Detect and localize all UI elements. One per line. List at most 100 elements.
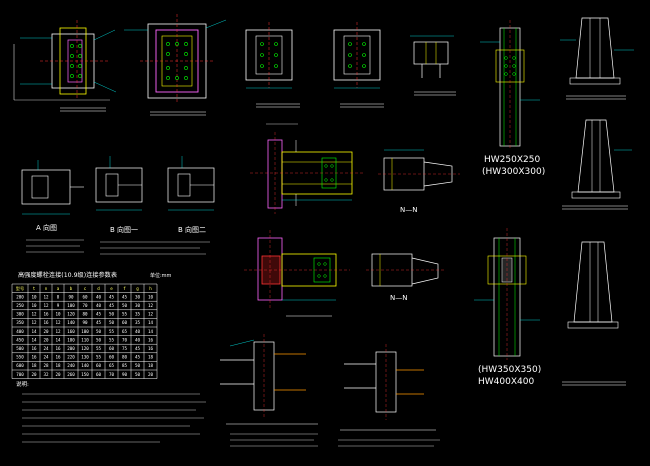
table-cell: 500 xyxy=(16,346,24,351)
detail-column-base-1 xyxy=(560,17,634,100)
table-cell: 60 xyxy=(82,294,88,299)
table-cell: 30 xyxy=(135,294,141,299)
table-cell: 40 xyxy=(96,294,102,299)
table-cell: 60 xyxy=(122,320,128,325)
detail-b-view-1 xyxy=(95,156,143,211)
label-hw400: HW400X400 xyxy=(478,377,534,387)
table-cell: 45 xyxy=(135,355,141,360)
table-cell: 16 xyxy=(43,312,49,317)
table-header-cell: h xyxy=(149,286,152,291)
table-header-cell: 型号 xyxy=(16,285,24,292)
table-cell: 220 xyxy=(67,355,75,360)
table-cell: 90 xyxy=(82,320,88,325)
table-cell: 50 xyxy=(122,303,128,308)
table-cell: 50 xyxy=(96,337,102,342)
table-cell: 70 xyxy=(82,303,88,308)
table-cell: 14 xyxy=(31,329,37,334)
table-cell: 45 xyxy=(109,303,115,308)
table-header-cell: d xyxy=(97,286,100,291)
annotation-strokes xyxy=(26,123,440,447)
table-cell: 120 xyxy=(67,312,75,317)
detail-beam-splice-1 xyxy=(245,22,300,108)
table-cell: 10 xyxy=(148,294,154,299)
table-cell: 55 xyxy=(122,312,128,317)
table-cell: 70 xyxy=(122,337,128,342)
table-cell: 20 xyxy=(55,372,61,377)
table-cell: 16 xyxy=(55,355,61,360)
table-cell: 85 xyxy=(122,363,128,368)
detail-beam-column-joint-2 xyxy=(244,230,350,317)
table-cell: 250 xyxy=(16,303,24,308)
table-cell: 16 xyxy=(31,346,37,351)
table-cell: 20 xyxy=(43,337,49,342)
table-cell: 30 xyxy=(135,303,141,308)
table-cell: 50 xyxy=(109,320,115,325)
label-hw350: (HW350X350) xyxy=(478,365,541,375)
table-cell: 16 xyxy=(43,320,49,325)
table-cell: 10 xyxy=(55,312,61,317)
table-cell: 90 xyxy=(122,372,128,377)
table-cell: 16 xyxy=(148,346,154,351)
table-cell: 35 xyxy=(135,312,141,317)
table-cell: 130 xyxy=(81,355,89,360)
table-cell: 700 xyxy=(16,372,24,377)
table-cell: 32 xyxy=(43,372,49,377)
table-cell: 16 xyxy=(148,337,154,342)
table-cell: 20 xyxy=(31,372,37,377)
detail-t-connection xyxy=(410,35,456,96)
table-cell: 12 xyxy=(55,329,61,334)
table-cell: 100 xyxy=(81,329,89,334)
table-cell: 260 xyxy=(67,372,75,377)
table-cell: 10 xyxy=(31,303,37,308)
table-cell: 240 xyxy=(67,363,75,368)
table-cell: 600 xyxy=(16,363,24,368)
detail-unequal-beam-splice-2 xyxy=(340,344,436,431)
label-nn-1: N—N xyxy=(400,206,417,214)
notes-block: 说明: xyxy=(16,380,206,443)
table-cell: 200 xyxy=(16,294,24,299)
table-cell: 180 xyxy=(67,337,75,342)
table-header-cell: a xyxy=(57,286,60,291)
table-cell: 20 xyxy=(43,329,49,334)
table-cell: 55 xyxy=(96,346,102,351)
table-header-cell: b xyxy=(70,286,73,291)
detail-column-hw250 xyxy=(480,20,540,150)
table-cell: 55 xyxy=(109,337,115,342)
table-cell: 14 xyxy=(148,329,154,334)
table-cell: 60 xyxy=(109,355,115,360)
table-cell: 50 xyxy=(109,312,115,317)
table-cell: 120 xyxy=(81,346,89,351)
table-cell: 28 xyxy=(43,363,49,368)
table-cell: 80 xyxy=(122,355,128,360)
table-cell: 16 xyxy=(55,346,61,351)
table-cell: 90 xyxy=(68,294,74,299)
detail-b-view-2 xyxy=(167,156,215,211)
table-cell: 80 xyxy=(82,312,88,317)
table-cell: 60 xyxy=(96,363,102,368)
table-cell: 40 xyxy=(135,337,141,342)
label-a-view: A 向图 xyxy=(36,223,57,232)
table-cell: 300 xyxy=(16,312,24,317)
table-cell: 55 xyxy=(96,355,102,360)
table-cell: 12 xyxy=(148,303,154,308)
detail-a-view xyxy=(21,160,84,215)
notes-heading: 说明: xyxy=(16,380,29,388)
label-hw250: HW250X250 xyxy=(484,155,540,165)
detail-beam-splice-2 xyxy=(333,22,384,108)
detail-flange-connection-2 xyxy=(124,14,227,116)
table-cell: 110 xyxy=(81,337,89,342)
table-cell: 70 xyxy=(109,372,115,377)
detail-column-hw350 xyxy=(474,228,540,360)
table-cell: 50 xyxy=(135,363,141,368)
table-cell: 140 xyxy=(81,363,89,368)
table-cell: 400 xyxy=(16,329,24,334)
table-cell: 45 xyxy=(122,294,128,299)
table-cell: 140 xyxy=(67,320,75,325)
table-cell: 16 xyxy=(31,355,37,360)
table-cell: 350 xyxy=(16,320,24,325)
table-cell: 12 xyxy=(31,312,37,317)
table-cell: 50 xyxy=(135,372,141,377)
label-hw300: (HW300X300) xyxy=(482,167,545,177)
detail-unequal-beam-splice-1 xyxy=(220,334,318,425)
